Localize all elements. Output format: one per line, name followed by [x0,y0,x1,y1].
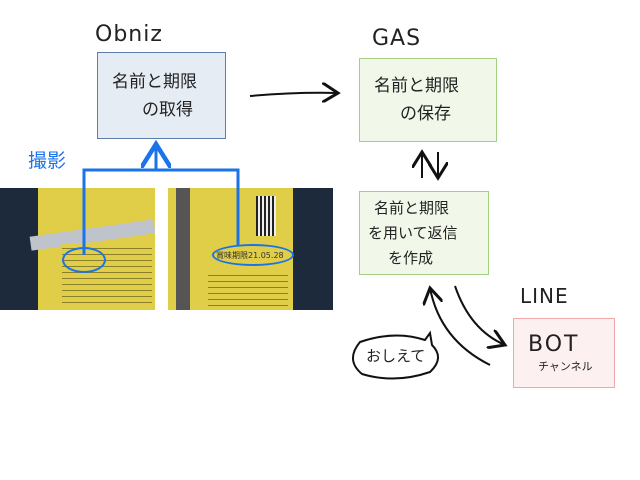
obniz-line-2: の取得 [142,99,193,120]
package-photo-2: 賞味期限21.05.28 [168,188,333,310]
capture-bracket [82,168,240,255]
gas-label: GAS [372,26,422,51]
bot-subtitle: チャンネル [538,360,593,373]
bot-channel-box: BOT チャンネル [513,318,615,388]
line-label: LINE [520,284,569,308]
create-line-3: を作成 [388,248,434,267]
arrow-create-to-line [454,285,505,345]
create-line-1: 名前と期限 [374,198,450,217]
capture-label: 撮影 [28,150,67,172]
create-reply-box: 名前と期限 を用いて返信 を作成 [359,191,489,275]
expiry-highlight [212,244,294,266]
create-line-2: を用いて返信 [368,223,458,242]
gas-line-1: 名前と期限 [374,76,459,96]
arrow-line-to-create [430,288,491,366]
obniz-line-1: 名前と期限 [112,71,197,92]
arrow-obniz-to-gas [249,93,338,96]
bot-title: BOT [528,332,580,357]
speech-bubble-text: おしえて [366,347,426,365]
speech-bubble [352,330,439,380]
obniz-label: Obniz [95,22,163,47]
obniz-box: 名前と期限 の取得 [97,52,226,139]
gas-box: 名前と期限 の保存 [359,58,497,142]
gas-line-2: の保存 [400,104,451,124]
package-photo-1 [0,188,155,310]
